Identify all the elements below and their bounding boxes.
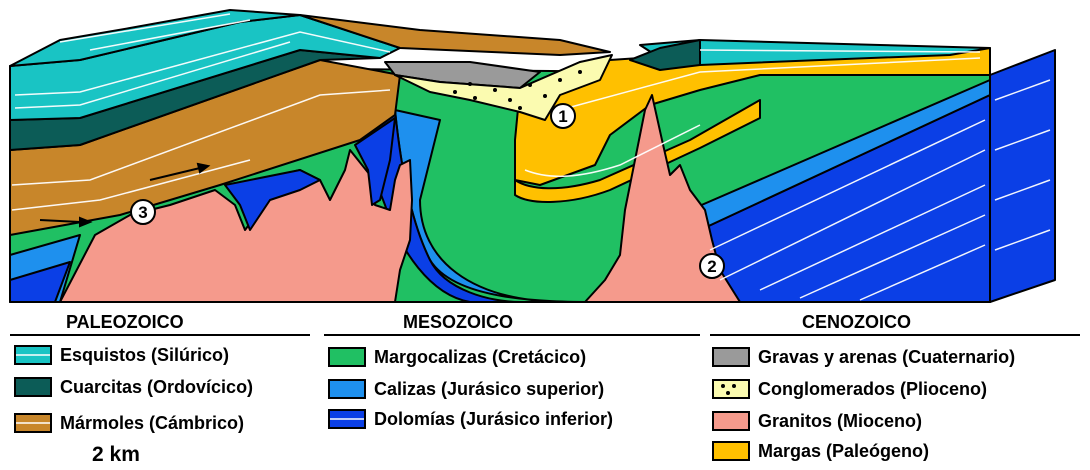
- cretacico-swatch: [328, 347, 366, 367]
- paleogeno-swatch: [712, 441, 750, 461]
- legend-item-jurasico-inferior: Dolomías (Jurásico inferior): [328, 408, 613, 430]
- right-side-face-dolomias: [990, 50, 1055, 302]
- legend-rule-paleozoico: [10, 334, 310, 336]
- ordovicico-swatch: [14, 377, 52, 397]
- legend-label: Margocalizas (Cretácico): [374, 347, 586, 368]
- cuaternario-swatch: [712, 347, 750, 367]
- svg-text:3: 3: [138, 203, 147, 222]
- legend-label: Esquistos (Silúrico): [60, 345, 229, 366]
- cambrico-swatch: [14, 413, 52, 433]
- jurasico-inferior-swatch: [328, 409, 366, 429]
- svg-text:2: 2: [707, 257, 716, 276]
- legend-label: Cuarcitas (Ordovícico): [60, 377, 253, 398]
- legend-rule-mesozoico: [324, 334, 700, 336]
- legend-rule-cenozoico: [710, 334, 1080, 336]
- marker-3: 3: [131, 200, 155, 224]
- plioceno-swatch: [712, 379, 750, 399]
- marker-2: 2: [700, 254, 724, 278]
- scale-label: 2 km: [92, 443, 140, 467]
- legend-label: Conglomerados (Plioceno): [758, 379, 987, 400]
- svg-text:1: 1: [558, 107, 567, 126]
- legend-item-paleogeno: Margas (Paleógeno): [712, 440, 929, 462]
- legend-title-mesozoico: MESOZOICO: [403, 312, 513, 333]
- legend-item-cambrico: Mármoles (Cámbrico): [14, 412, 244, 434]
- legend-item-plioceno: Conglomerados (Plioceno): [712, 378, 987, 400]
- legend-label: Calizas (Jurásico superior): [374, 379, 604, 400]
- legend-item-mioceno: Granitos (Mioceno): [712, 410, 922, 432]
- marker-1: 1: [551, 104, 575, 128]
- legend-title-paleozoico: PALEOZOICO: [66, 312, 184, 333]
- geologic-block-diagram: 1 2 3: [0, 0, 1090, 310]
- legend-item-ordovicico: Cuarcitas (Ordovícico): [14, 376, 253, 398]
- legend-label: Dolomías (Jurásico inferior): [374, 409, 613, 430]
- legend-item-silurico: Esquistos (Silúrico): [14, 344, 229, 366]
- legend-label: Gravas y arenas (Cuaternario): [758, 347, 1015, 368]
- legend-label: Mármoles (Cámbrico): [60, 413, 244, 434]
- mioceno-swatch: [712, 411, 750, 431]
- jurasico-superior-swatch: [328, 379, 366, 399]
- legend-title-cenozoico: CENOZOICO: [802, 312, 911, 333]
- legend-item-cuaternario: Gravas y arenas (Cuaternario): [712, 346, 1015, 368]
- legend-item-cretacico: Margocalizas (Cretácico): [328, 346, 586, 368]
- silurico-swatch: [14, 345, 52, 365]
- legend-item-jurasico-superior: Calizas (Jurásico superior): [328, 378, 604, 400]
- legend-label: Granitos (Mioceno): [758, 411, 922, 432]
- legend-label: Margas (Paleógeno): [758, 441, 929, 462]
